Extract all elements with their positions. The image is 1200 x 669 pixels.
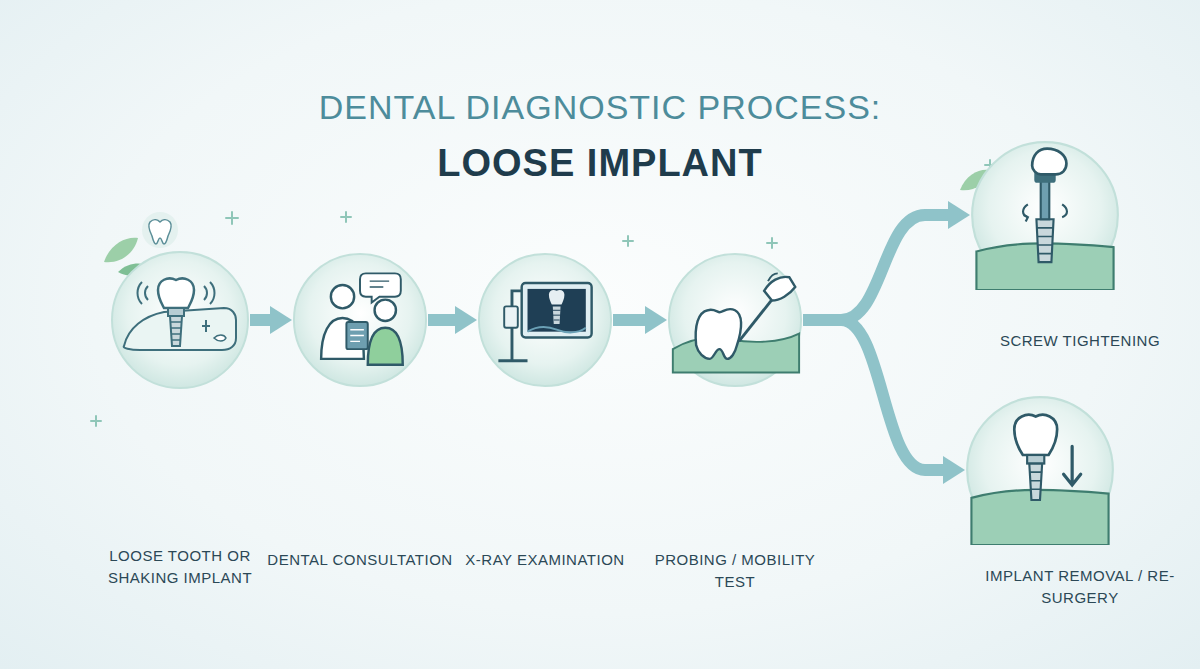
flow-arrow xyxy=(613,306,667,334)
arrow-body xyxy=(613,314,647,326)
step-circle: PROBING / MOBILITY TEST xyxy=(667,252,803,388)
step-label: PROBING / MOBILITY TEST xyxy=(635,549,835,593)
plus-signs xyxy=(91,160,1105,480)
step-illustration xyxy=(292,252,428,388)
step-label: SCREW TIGHTENING xyxy=(980,330,1180,352)
step-illustration xyxy=(477,252,613,388)
step-label: IMPLANT REMOVAL / RE-SURGERY xyxy=(980,565,1180,609)
flow-arrow xyxy=(428,306,477,334)
step-illustration xyxy=(667,252,803,388)
step-label: DENTAL CONSULTATION xyxy=(260,549,460,571)
flow-arrow xyxy=(803,201,970,320)
step-illustration xyxy=(970,140,1120,290)
step-circle: SCREW TIGHTENING xyxy=(970,140,1120,290)
flow-arrow xyxy=(250,306,292,334)
step-circle: X-RAY EXAMINATION xyxy=(477,252,613,388)
step-circle: IMPLANT REMOVAL / RE-SURGERY xyxy=(965,395,1115,545)
arrow-body xyxy=(803,215,950,320)
step-label: LOOSE TOOTH OR SHAKING IMPLANT xyxy=(80,545,280,589)
diagram-title: DENTAL DIAGNOSTIC PROCESS: xyxy=(0,88,1200,127)
step-illustration xyxy=(965,395,1115,545)
step-illustration xyxy=(110,250,250,390)
step-label: X-RAY EXAMINATION xyxy=(445,549,645,571)
step-circle: LOOSE TOOTH OR SHAKING IMPLANT xyxy=(110,250,250,390)
arrow-body xyxy=(250,314,272,326)
step-circle: DENTAL CONSULTATION xyxy=(292,252,428,388)
arrow-body xyxy=(428,314,457,326)
tooth-icon xyxy=(142,212,178,248)
arrow-body xyxy=(803,320,945,470)
flow-arrow xyxy=(803,320,965,484)
